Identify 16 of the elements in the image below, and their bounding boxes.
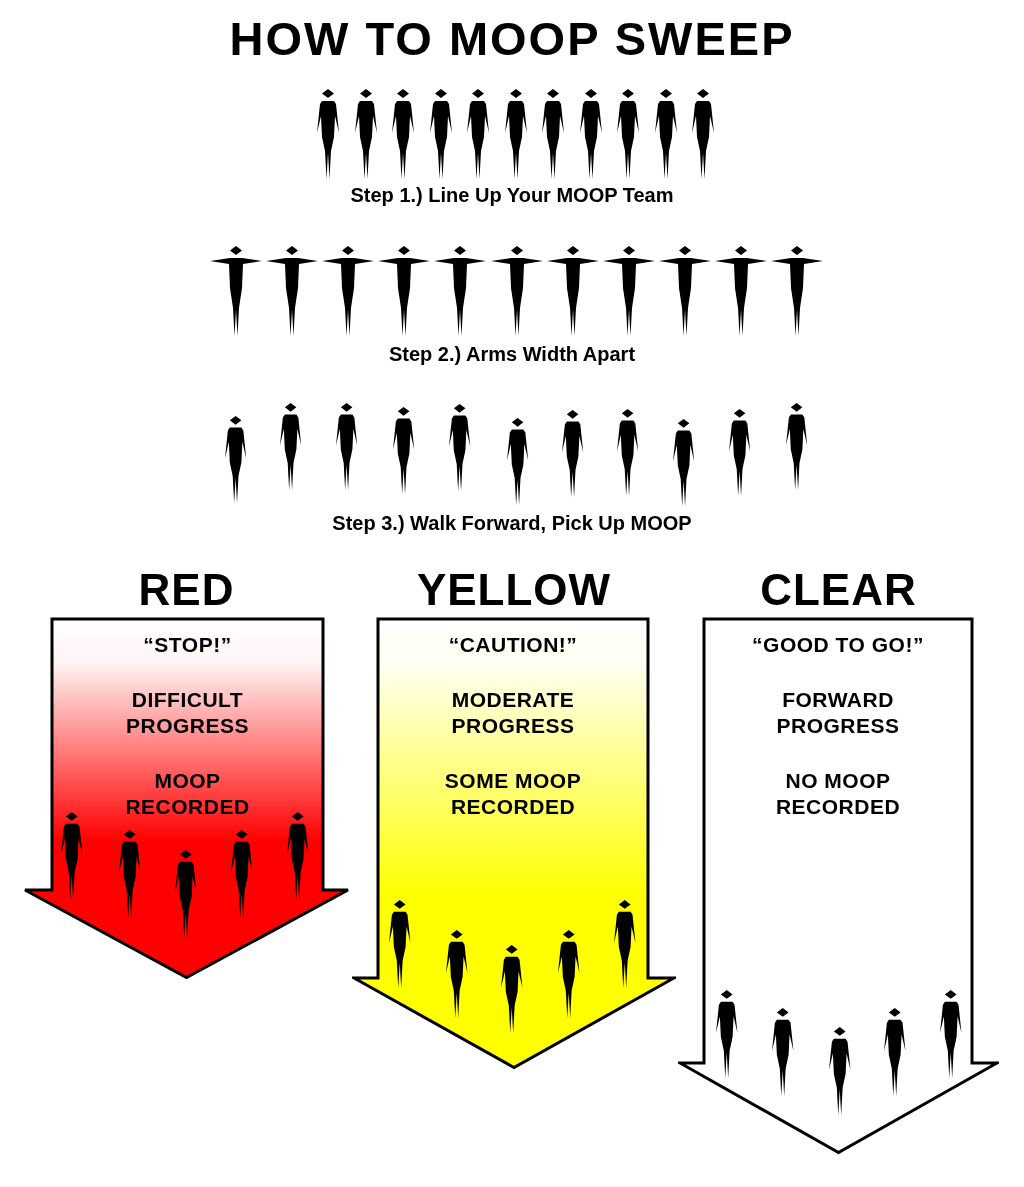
status-text: MODERATE PROGRESS bbox=[450, 687, 576, 739]
status-text: FORWARD PROGRESS bbox=[775, 687, 901, 739]
quote-text: “STOP!” bbox=[142, 632, 233, 658]
status-text: SOME MOOP RECORDED bbox=[443, 768, 583, 820]
status-text: NO MOOP RECORDED bbox=[774, 768, 902, 820]
step-caption: Step 3.) Walk Forward, Pick Up MOOP bbox=[331, 511, 693, 535]
status-text: DIFFICULT PROGRESS bbox=[125, 687, 250, 739]
step-caption: Step 2.) Arms Width Apart bbox=[387, 342, 637, 366]
quote-text: “CAUTION!” bbox=[447, 632, 579, 658]
arrow-heading: YELLOW bbox=[415, 565, 613, 615]
title: HOW TO MOOP SWEEP bbox=[228, 13, 796, 65]
quote-text: “GOOD TO GO!” bbox=[751, 632, 925, 658]
arrow-heading: CLEAR bbox=[759, 565, 918, 615]
status-text: MOOP RECORDED bbox=[124, 768, 251, 820]
arrow-heading: RED bbox=[137, 565, 236, 615]
step-caption: Step 1.) Line Up Your MOOP Team bbox=[349, 183, 675, 207]
